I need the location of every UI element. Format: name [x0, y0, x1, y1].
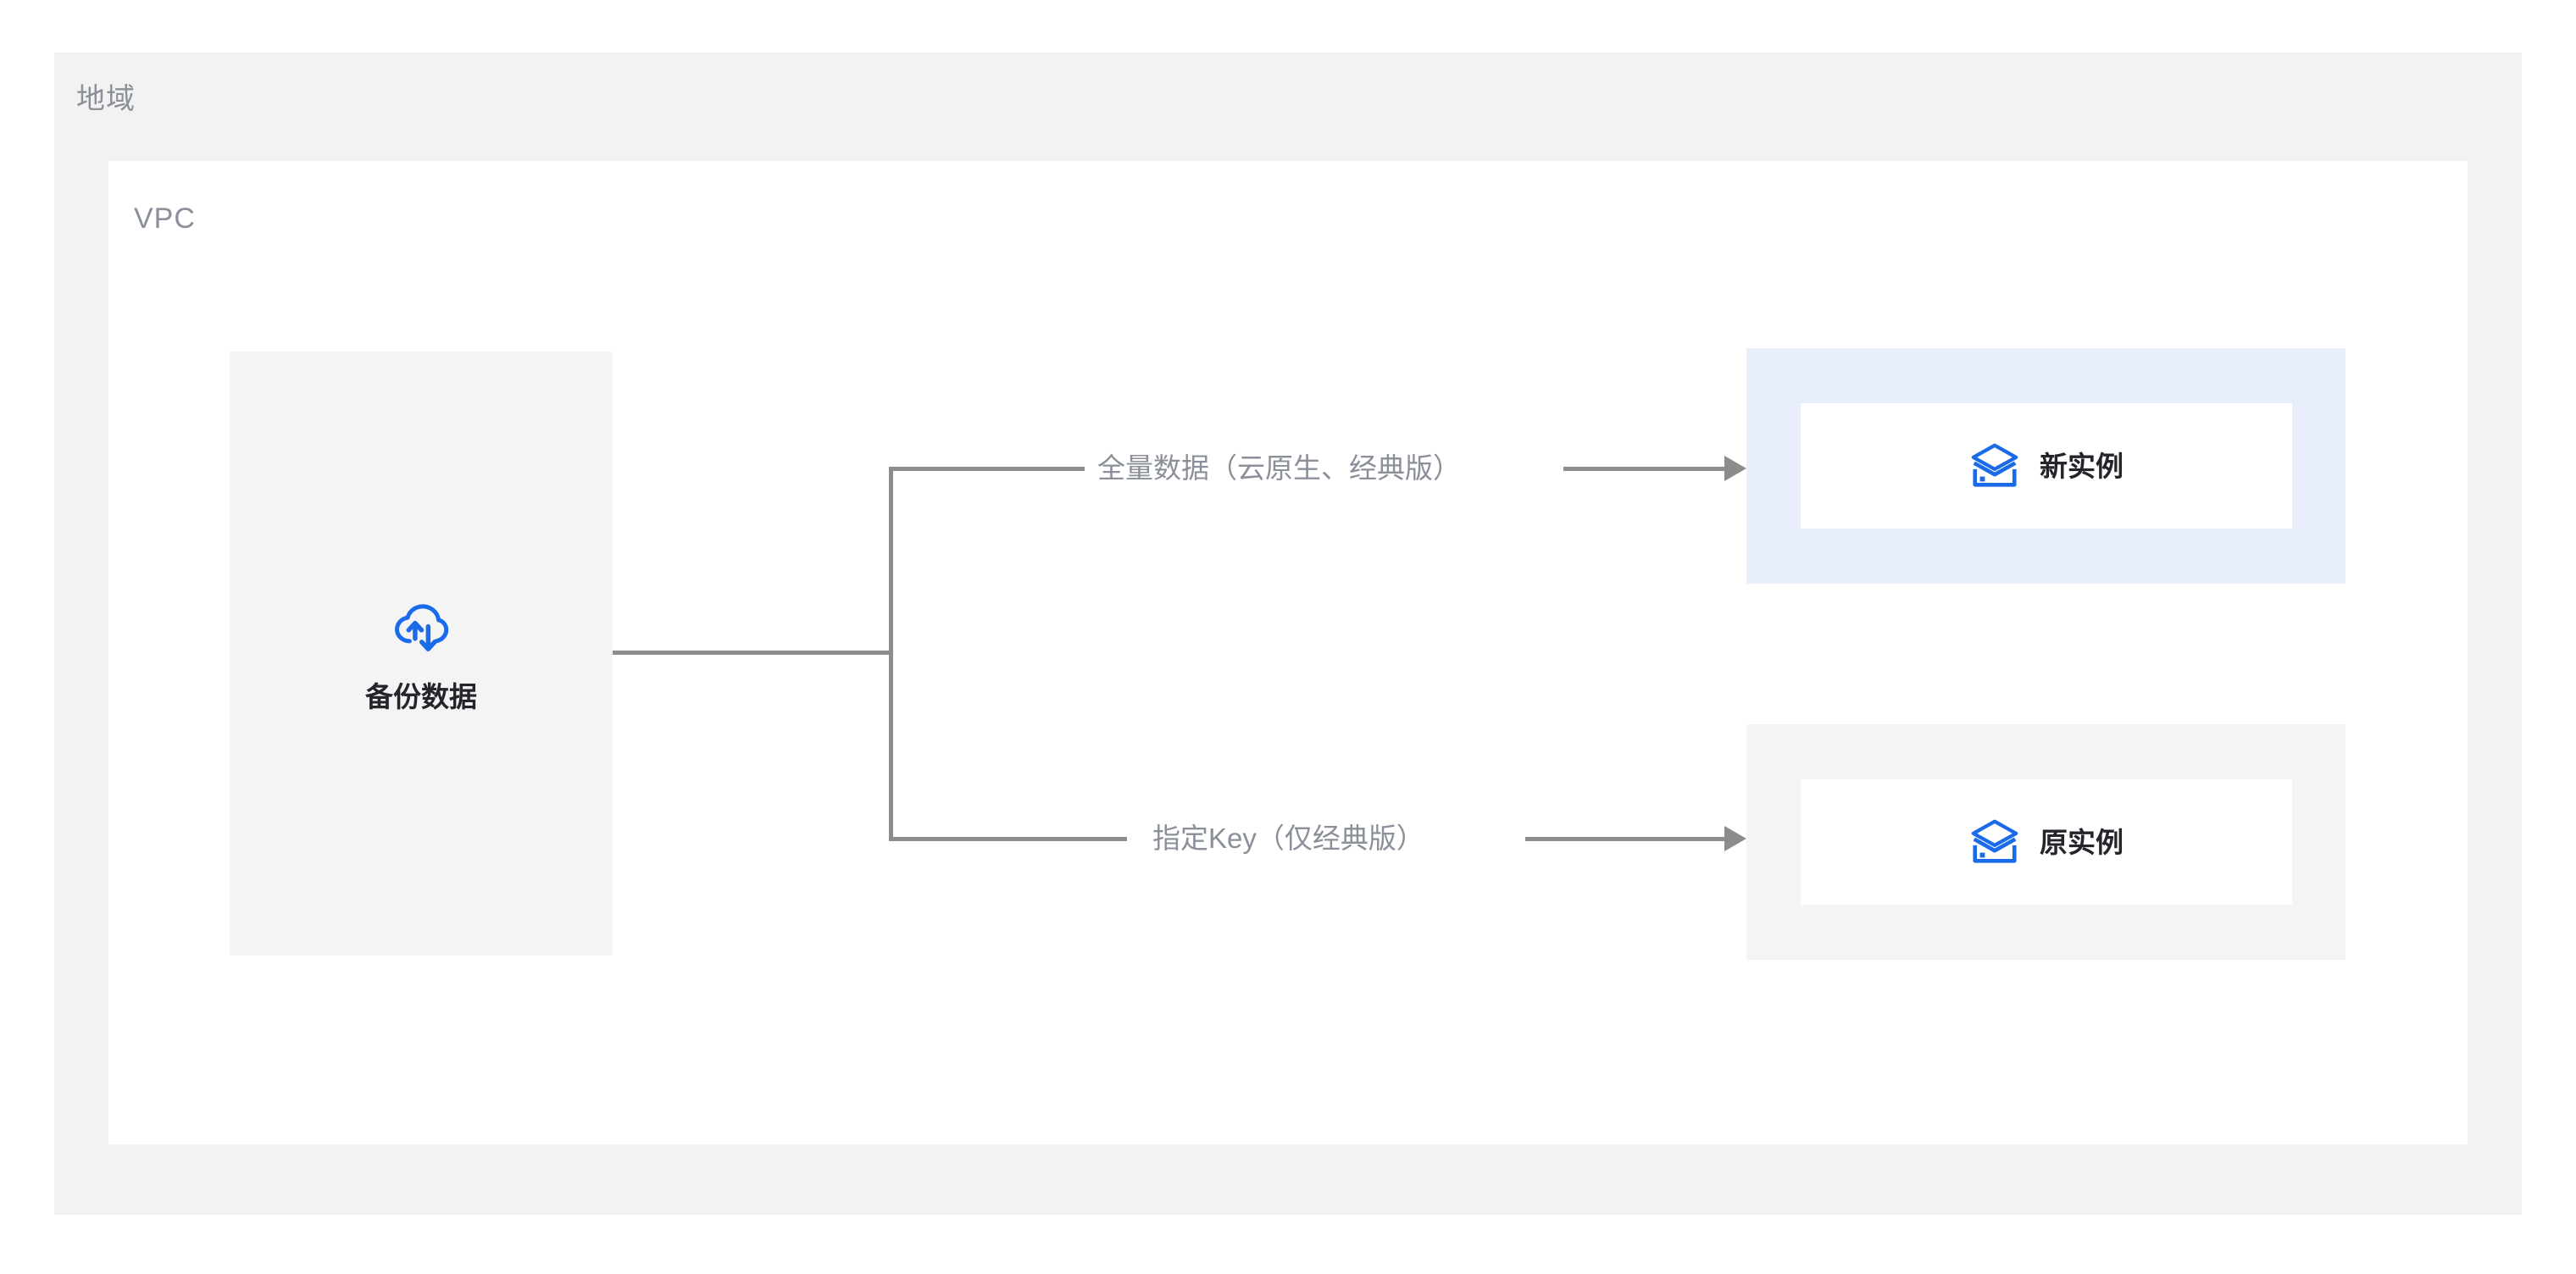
original-instance-card: 原实例	[1746, 724, 2346, 960]
region-label: 地域	[76, 83, 136, 115]
original-instance-label: 原实例	[2040, 826, 2124, 858]
original-instance-inner: 原实例	[1800, 779, 2292, 905]
cloud-backup-restore-icon	[389, 596, 453, 661]
connector-top-left	[889, 467, 1085, 471]
new-instance-label: 新实例	[2040, 450, 2124, 482]
database-stack-icon	[1968, 816, 2021, 868]
edge-label-specify-key: 指定Key（仅经典版）	[1152, 823, 1424, 854]
connector-vertical-trunk	[889, 467, 893, 841]
connector-top-right	[1563, 467, 1729, 471]
new-instance-card: 新实例	[1746, 348, 2346, 584]
backup-data-label: 备份数据	[365, 681, 477, 712]
edge-label-full-data: 全量数据（云原生、经典版）	[1097, 452, 1461, 484]
connector-source-horizontal	[613, 651, 893, 655]
connector-bottom-left	[889, 837, 1127, 841]
vpc-label: VPC	[134, 202, 196, 235]
arrow-head-bottom-icon	[1724, 826, 1746, 851]
connector-bottom-right	[1525, 837, 1729, 841]
backup-data-card: 备份数据	[230, 352, 613, 956]
database-stack-icon	[1968, 440, 2021, 492]
new-instance-inner: 新实例	[1800, 403, 2292, 529]
arrow-head-top-icon	[1724, 456, 1746, 481]
